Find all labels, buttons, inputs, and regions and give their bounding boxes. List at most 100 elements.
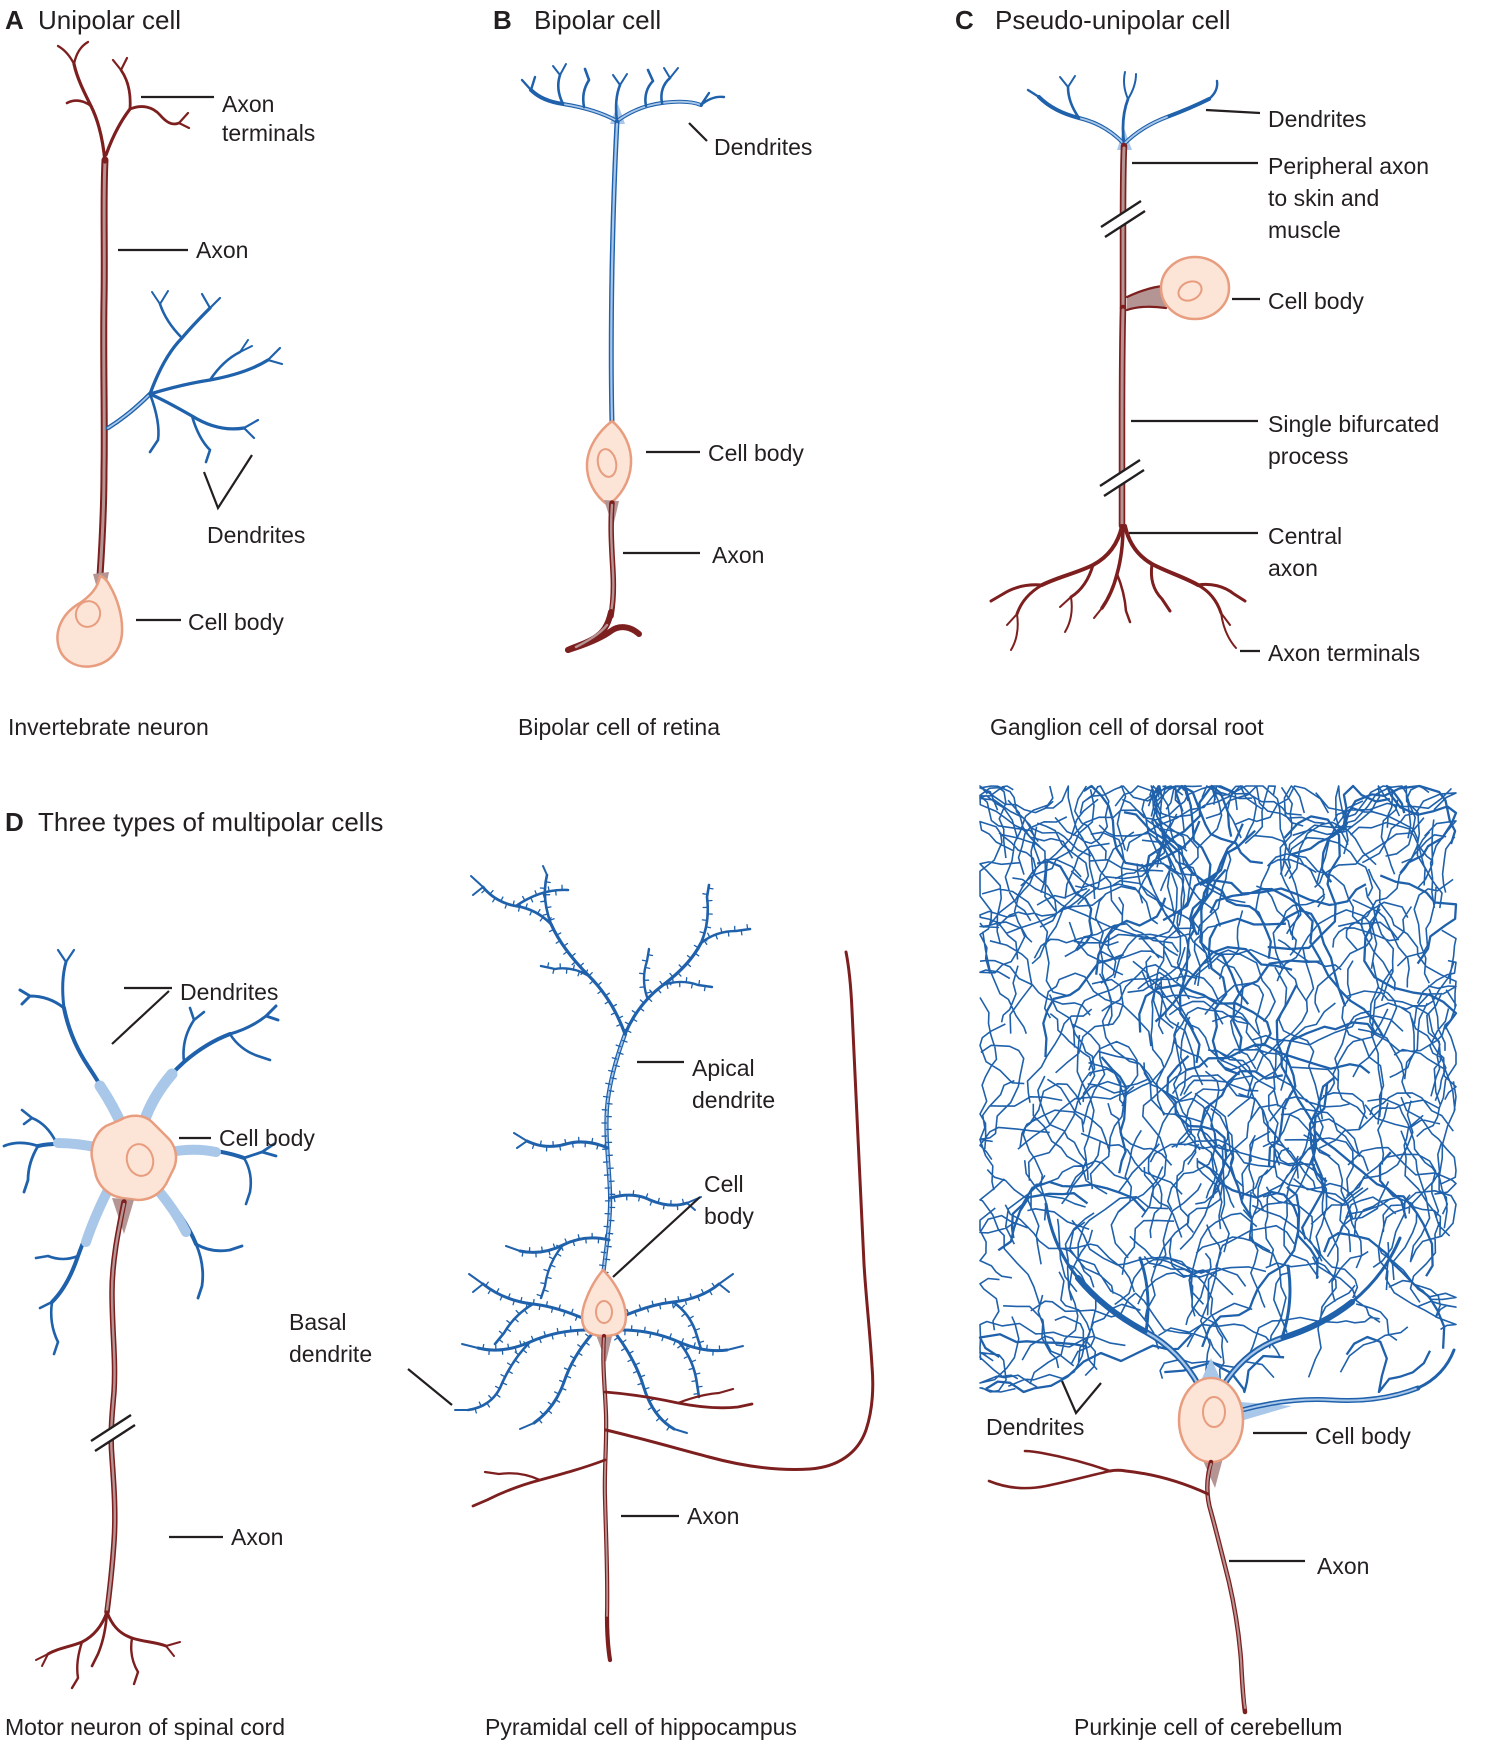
unipolar-axon [96,156,109,580]
label-cell-body: Cell body [219,1125,315,1151]
pseudo-axon-terminals [989,524,1247,651]
label-axon: Axon [196,237,248,263]
dendritic-spines [546,962,589,977]
pseudo-cell-body [1125,255,1231,321]
purkinje-nucleus [1202,1396,1226,1428]
dendritic-spines [539,881,555,921]
label-cell-body-2: body [704,1203,754,1229]
pyramidal-basal-dendrites [454,1273,744,1434]
label-central-axon-2: axon [1268,555,1318,581]
label-dendrites: Dendrites [207,522,305,548]
label-axon-terminals: Axon terminals [1268,640,1420,666]
panel-a-title: Unipolar cell [38,5,181,35]
caption-pyramidal-cell: Pyramidal cell of hippocampus [485,1714,797,1740]
label-axon: Axon [231,1524,283,1550]
pseudo-dendrites [1026,71,1219,150]
pointer-dendrites [202,454,253,511]
dendritic-spines [521,1232,607,1258]
bipolar-dendrites [520,63,726,124]
label-axon: Axon [712,542,764,568]
dendritic-spines [536,1244,562,1297]
label-cell-body: Cell body [1268,288,1364,314]
label-single-bifurcated-1: Single bifurcated [1268,411,1439,437]
panel-a-unipolar: A Unipolar cell [5,5,315,740]
section-d-heading: Three types of multipolar cells [38,807,383,837]
dendritic-spines [614,1336,671,1431]
motor-nucleus [125,1143,155,1177]
label-dendrites: Dendrites [1268,106,1366,132]
bipolar-axon [565,500,642,653]
caption-invertebrate-neuron: Invertebrate neuron [8,714,209,740]
label-axon-terminals-1: Axon [222,91,274,117]
dendritic-spines [531,1136,607,1152]
dendritic-spines [613,1190,685,1211]
caption-purkinje-cell: Purkinje cell of cerebellum [1074,1714,1342,1740]
section-d-title: D Three types of multipolar cells [5,807,383,837]
dendritic-spines [498,1301,531,1343]
dendritic-spines [474,1341,528,1414]
caption-bipolar-retina: Bipolar cell of retina [518,714,720,740]
unipolar-nucleus [74,600,102,628]
label-dendrites: Dendrites [180,979,278,1005]
motor-cell-body [90,1114,178,1202]
caption-motor-neuron: Motor neuron of spinal cord [5,1714,285,1740]
label-basal-dendrite-2: dendrite [289,1341,372,1367]
dendritic-spines [518,884,563,909]
dendritic-spines [624,1325,721,1356]
pyramidal-axon [471,950,875,1663]
bipolar-nucleus [596,448,618,478]
pyramidal-apical-dendrite [470,865,752,1300]
panel-c-title: Pseudo-unipolar cell [995,5,1231,35]
leader-basal-dendrite [407,1368,453,1406]
panel-c-pseudo-unipolar: C Pseudo-unipolar cell [955,5,1439,740]
leader-dendrites [688,122,708,142]
purkinje-axon [987,1449,1248,1715]
leader-dendrites [1205,108,1261,115]
label-peripheral-axon-3: muscle [1268,217,1341,243]
label-dendrites: Dendrites [714,134,812,160]
break-mark-1 [1100,199,1146,239]
panel-c-letter: C [955,5,974,35]
unipolar-dendrites [105,290,284,464]
label-cell-body: Cell body [1315,1423,1411,1449]
motor-axon [104,1198,134,1615]
dendritic-spines [699,887,714,942]
panel-a-letter: A [5,5,24,35]
leader-dendrites-b [111,990,170,1045]
panel-b-bipolar: B Bipolar cell [493,5,812,740]
break-mark-3 [90,1413,136,1453]
dendritic-spines [548,928,629,1031]
pseudo-nucleus [1177,280,1203,302]
label-peripheral-axon-1: Peripheral axon [1268,153,1429,179]
panel-purkinje-cell: Dendrites Cell body Axon Purkinje cell o… [978,784,1458,1740]
dendritic-spines [672,1303,705,1344]
dendritic-spines [677,1344,703,1395]
caption-ganglion-cell: Ganglion cell of dorsal root [990,714,1264,740]
leader-cell-body [612,1196,701,1278]
label-peripheral-axon-2: to skin and [1268,185,1379,211]
motor-axon-terminals [35,1610,181,1690]
dendritic-spines [538,1333,591,1424]
label-basal-dendrite-1: Basal [289,1309,347,1335]
label-axon: Axon [1317,1553,1369,1579]
panel-pyramidal-cell: Apical dendrite Cell body Basal dendrite… [289,865,875,1740]
panel-motor-neuron: Dendrites Cell body Axon Motor neuron of… [2,948,315,1740]
dendritic-spines [703,924,749,946]
panel-b-letter: B [493,5,512,35]
pseudo-central-axon [1118,304,1127,530]
bipolar-cell-body [585,419,633,507]
label-apical-dendrite-1: Apical [692,1055,755,1081]
bipolar-dendrite-stem [608,119,620,427]
unipolar-cell-body [56,572,124,668]
label-cell-body: Cell body [188,609,284,635]
label-single-bifurcated-2: process [1268,443,1349,469]
pointer-dendrites [1060,1380,1102,1416]
label-dendrites: Dendrites [986,1414,1084,1440]
dendritic-spines [481,888,552,922]
panel-b-title: Bipolar cell [534,5,661,35]
pyramidal-nucleus [595,1300,613,1324]
dendritic-spines [638,954,654,994]
unipolar-axon-terminals [56,40,191,164]
